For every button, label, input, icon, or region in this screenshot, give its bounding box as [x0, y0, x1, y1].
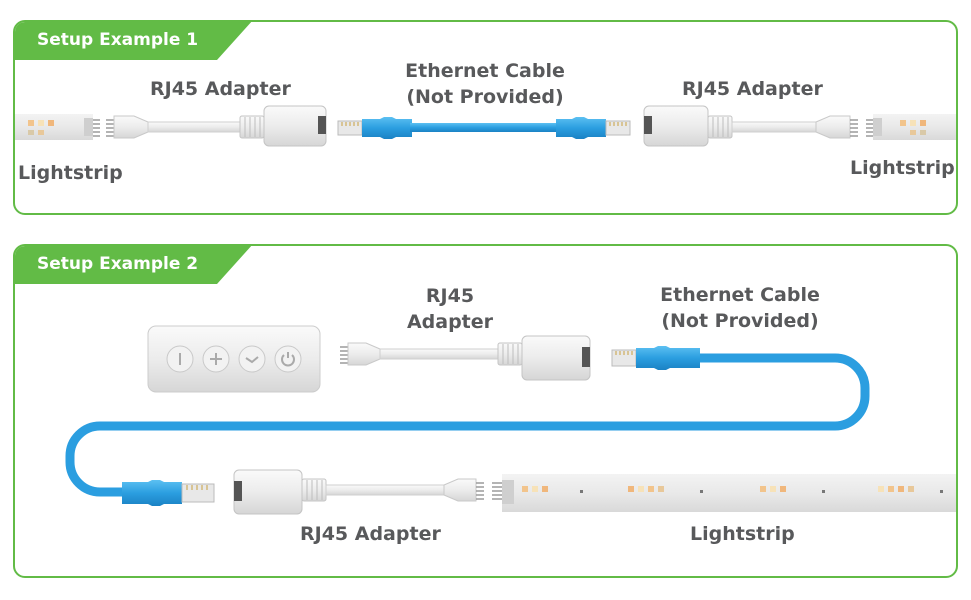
setup-example-2-panel: Setup Example 2	[13, 244, 958, 578]
setup-example-1-panel: Setup Example 1	[13, 20, 958, 215]
setup-example-1-tab: Setup Example 1	[13, 20, 253, 60]
controller-ex2	[147, 325, 321, 393]
rj45-adapter-label-bottom-ex2: RJ45 Adapter	[300, 523, 441, 545]
rj45-adapter-right-ex1	[643, 105, 858, 147]
setup-example-2-tab: Setup Example 2	[13, 244, 253, 284]
rj45-adapter-label-top-line1: RJ45	[425, 285, 475, 307]
rj45-adapter-label-top-line2: Adapter	[406, 311, 494, 333]
rj45-adapter-label-top-ex2: RJ45 Adapter	[400, 283, 500, 335]
lightstrip-label-ex2: Lightstrip	[690, 523, 795, 545]
rj45-adapter-label-left-ex1: RJ45 Adapter	[150, 78, 291, 100]
ethernet-cable-label-line1: Ethernet Cable	[405, 60, 565, 82]
ethernet-cable-label-ex2-line1: Ethernet Cable	[660, 284, 820, 306]
ethernet-cable-label-ex2-line2: (Not Provided)	[661, 310, 819, 332]
ethernet-cable-label-ex1: Ethernet Cable (Not Provided)	[400, 58, 570, 110]
rj45-adapter-label-right-ex1: RJ45 Adapter	[682, 78, 823, 100]
ethernet-cable-label-ex2: Ethernet Cable (Not Provided)	[655, 282, 825, 334]
rj45-adapter-bottom-ex2	[233, 469, 484, 515]
rj45-adapter-top-ex2	[340, 335, 591, 381]
ethernet-cable-label-line2: (Not Provided)	[406, 86, 564, 108]
lightstrip-ex2	[492, 474, 956, 512]
lightstrip-left-ex1	[15, 114, 100, 140]
rj45-adapter-left-ex1	[106, 105, 327, 147]
lightstrip-label-left-ex1: Lightstrip	[18, 162, 123, 184]
ethernet-cable-ex1	[337, 117, 631, 139]
ethernet-cable-ex2	[65, 346, 870, 506]
lightstrip-label-right-ex1: Lightstrip	[850, 157, 955, 179]
lightstrip-right-ex1	[866, 114, 956, 140]
